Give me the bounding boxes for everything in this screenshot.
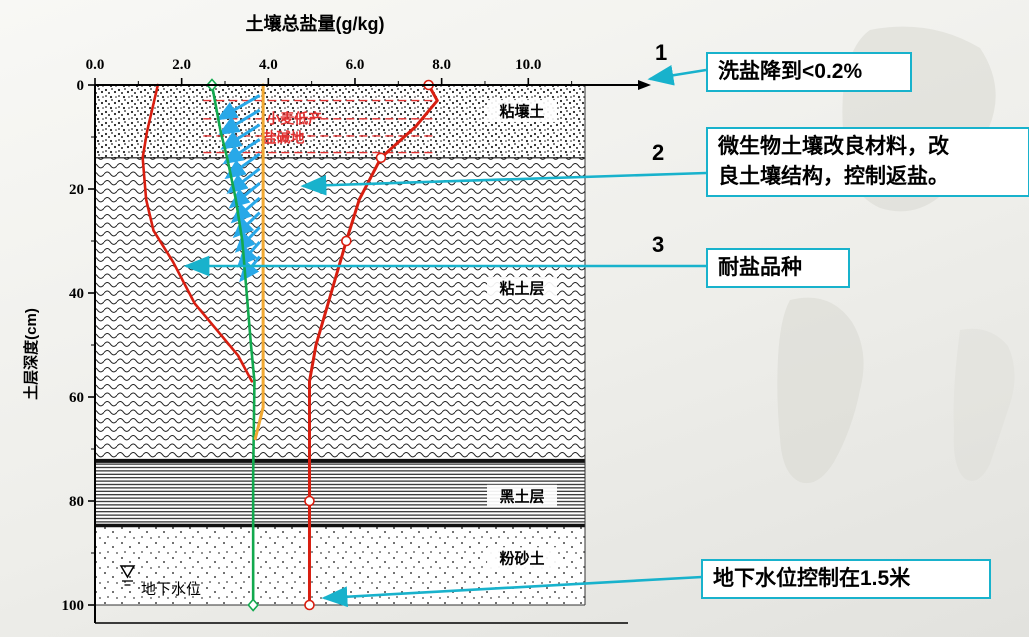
callout-number-2: 2	[652, 140, 665, 165]
y-tick-label: 20	[69, 182, 84, 198]
improvement-hatch-arrow	[220, 123, 261, 150]
improvement-hatch-arrow	[216, 94, 261, 121]
y-tick-label: 100	[62, 598, 85, 614]
series-marker-circle	[304, 599, 315, 611]
improvement-hatch-arrow	[222, 138, 261, 165]
callout-salt-tolerant-variety: 耐盐品种	[706, 248, 850, 288]
x-tick-label: 8.0	[432, 57, 451, 73]
x-axis-arrowhead	[638, 80, 651, 90]
x-tick-label: 2.0	[172, 57, 191, 73]
callout-microbial-material: 微生物土壤改良材料，改 良土壤结构，控制返盐。	[706, 127, 1029, 197]
callout-wash-salt: 洗盐降到<0.2%	[706, 52, 912, 92]
x-tick-label: 10.0	[515, 57, 541, 73]
layer-wave-pattern	[95, 157, 585, 460]
chart-title: 土壤总盐量(g/kg)	[246, 13, 385, 34]
layer-label: 粘壤土	[499, 103, 544, 121]
callout-arrows	[183, 65, 707, 608]
water-table-icon	[119, 565, 136, 579]
layer-label: 黑土层	[499, 487, 544, 505]
water-table-label: 地下水位	[141, 581, 201, 598]
callout-number-1: 1	[655, 40, 668, 65]
callout-groundwater-control: 地下水位控制在1.5米	[701, 559, 991, 599]
layer-label: 粘土层	[499, 279, 544, 297]
callout-arrow	[321, 575, 703, 608]
series-marker-circle	[341, 235, 352, 247]
wheat-zone-label-line1: 小麦低产	[266, 110, 322, 126]
y-tick-label: 40	[69, 286, 84, 302]
series-marker-diamond	[247, 598, 260, 612]
x-tick-label: 0.0	[86, 57, 105, 73]
callout-salt-tolerant-text: 耐盐品种	[718, 256, 802, 279]
y-tick-label: 60	[69, 390, 84, 406]
layer-label-bg	[487, 100, 557, 122]
x-tick-label: 4.0	[259, 57, 278, 73]
improvement-hatch-arrow	[218, 108, 261, 136]
series-marker-circle	[375, 152, 387, 164]
y-axis-title: 土层深度(cm)	[22, 308, 40, 400]
callout-arrow	[300, 171, 707, 196]
layer-label-bg	[487, 484, 557, 507]
wheat-zone-label-line2: 盐碱地	[262, 130, 304, 146]
layer-label: 粉砂土	[499, 550, 544, 568]
improvement-hatch-arrow	[224, 152, 261, 180]
layer-label-bg	[487, 547, 557, 570]
callout-wash-salt-text: 洗盐降到<0.2%	[718, 60, 863, 83]
series-line	[141, 83, 254, 383]
x-tick-label: 6.0	[346, 57, 365, 73]
callout-groundwater-text: 地下水位控制在1.5米	[713, 567, 911, 590]
series-marker-circle	[304, 495, 315, 507]
callout-number-3: 3	[652, 232, 665, 257]
callout-microbial-line1: 微生物土壤改良材料，改	[718, 135, 949, 158]
y-tick-label: 80	[69, 494, 84, 510]
callout-microbial-line2: 良土壤结构，控制返盐。	[718, 164, 949, 188]
y-tick-label: 0	[77, 78, 85, 94]
callout-arrow	[647, 65, 707, 86]
series-line	[253, 83, 265, 441]
layer-label-bg	[487, 276, 557, 299]
